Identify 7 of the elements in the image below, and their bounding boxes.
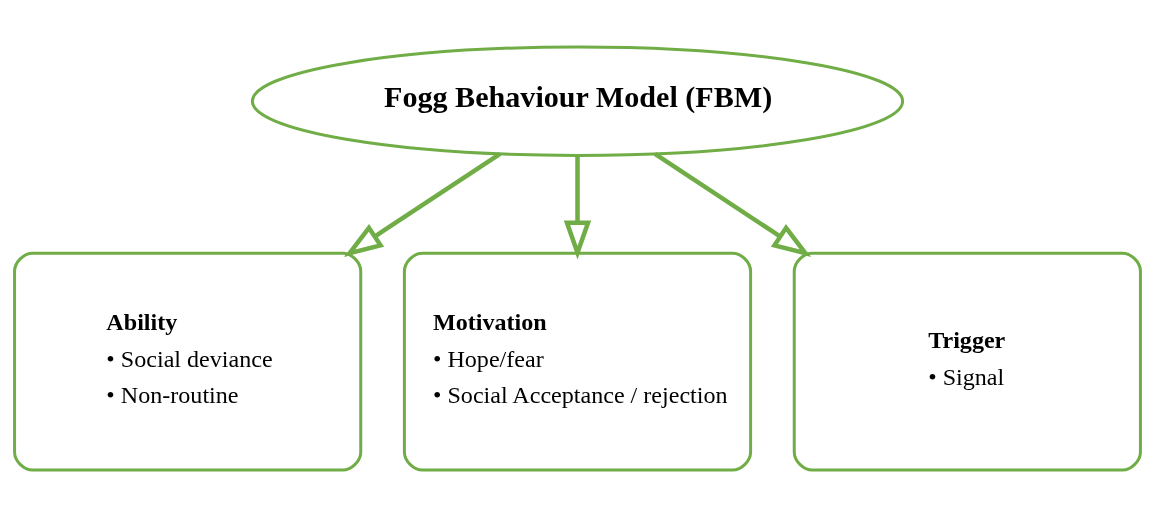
node-box: Trigger • Signal [792, 251, 1142, 472]
node-ellipse: Fogg Behaviour Model (FBM) [250, 45, 905, 157]
node-box: Ability • Social deviance • Non-routine [13, 251, 363, 472]
arrow [563, 155, 592, 260]
arrow [343, 152, 502, 257]
node-box: Motivation • Hope/fear • Social Acceptance / rejection [402, 251, 753, 472]
arrow [653, 152, 812, 257]
